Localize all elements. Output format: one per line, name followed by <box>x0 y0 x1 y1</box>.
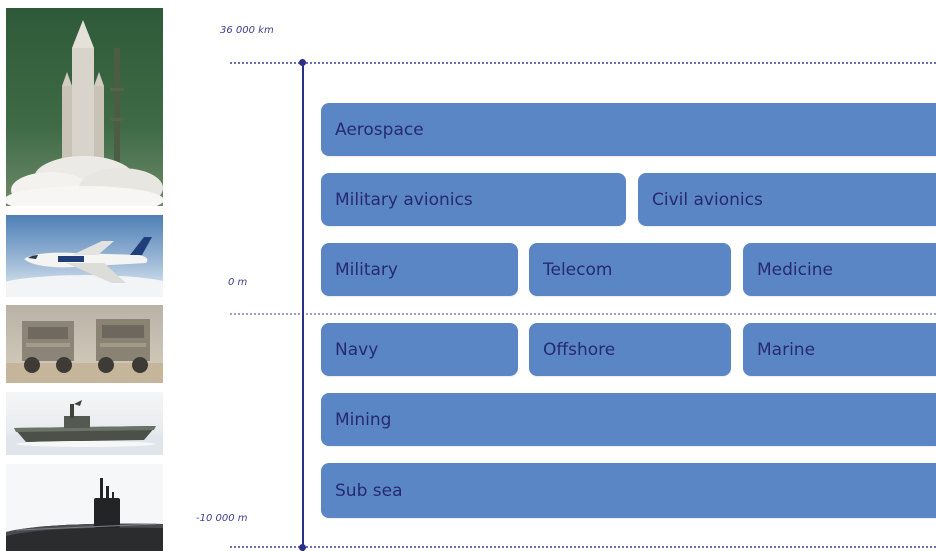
domain-bar-civil-avionics: Civil avionics <box>638 173 936 226</box>
scale-label-zero: 0 m <box>228 277 248 288</box>
dotted-line-zero <box>230 313 936 315</box>
domain-bar-navy: Navy <box>321 323 518 376</box>
axis-marker-top <box>299 59 306 66</box>
scale-label-bottom: -10 000 m <box>196 513 248 524</box>
domain-bar-marine: Marine <box>743 323 936 376</box>
rocket-launch-photo <box>6 8 163 206</box>
axis-marker-bottom <box>299 544 306 551</box>
domain-bar-sub-sea: Sub sea <box>321 463 936 518</box>
domain-bar-aerospace: Aerospace <box>321 103 936 156</box>
naval-boat-photo <box>6 392 163 455</box>
scale-label-top: 36 000 km <box>220 25 274 36</box>
submarine-photo <box>6 464 163 551</box>
domain-bar-mining: Mining <box>321 393 936 446</box>
dotted-line-top <box>230 62 936 64</box>
business-jet-photo <box>6 215 163 297</box>
domain-bar-telecom: Telecom <box>529 243 731 296</box>
dotted-line-bottom <box>230 546 936 548</box>
domain-bar-military: Military <box>321 243 518 296</box>
domain-bar-offshore: Offshore <box>529 323 731 376</box>
domain-bar-military-avionics: Military avionics <box>321 173 626 226</box>
domain-bar-medicine: Medicine <box>743 243 936 296</box>
military-trucks-photo <box>6 305 163 383</box>
vertical-axis <box>302 62 304 551</box>
